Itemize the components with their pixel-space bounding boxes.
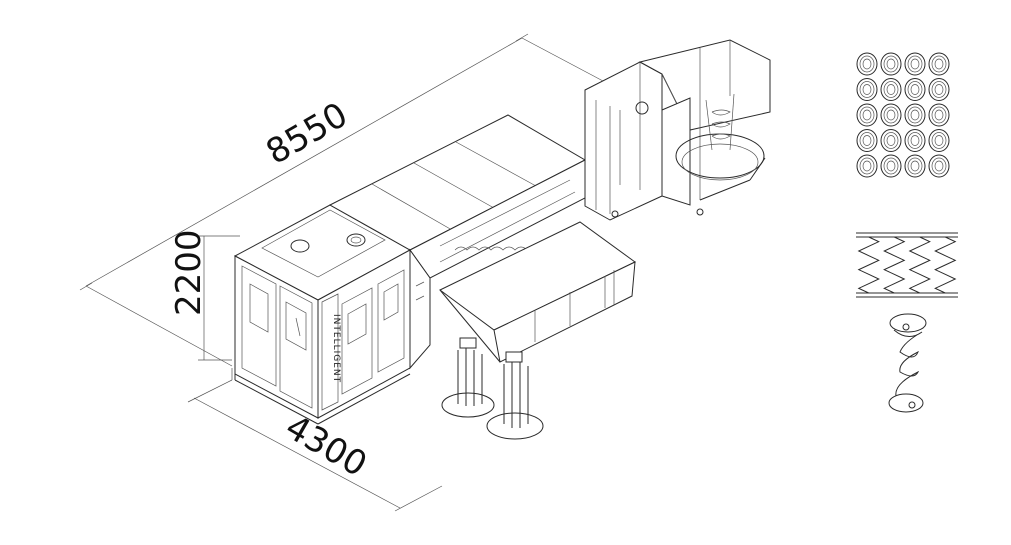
spring-strip-frame xyxy=(856,232,958,298)
dimension-width-label: 4300 xyxy=(279,407,374,485)
dimension-height-label: 2200 xyxy=(169,229,209,316)
coil-top-view xyxy=(904,103,926,127)
dimension-height: 2200 xyxy=(169,229,240,361)
spring-strip-side-view xyxy=(856,232,958,298)
spring-stand-right xyxy=(486,351,544,440)
coil-top-view xyxy=(856,154,878,178)
coil-top-view xyxy=(928,154,950,178)
zigzag-coil xyxy=(857,236,880,294)
coil-top-view xyxy=(856,103,878,127)
coil-top-view xyxy=(904,129,926,152)
coil-top-view xyxy=(928,52,950,76)
coil-grid-top-view xyxy=(856,52,950,178)
coil-top-view xyxy=(856,78,878,101)
coil-top-view xyxy=(904,78,926,101)
folding-table xyxy=(439,221,636,363)
coil-top-view xyxy=(856,52,878,76)
coil-top-view xyxy=(880,78,902,101)
coil-top-view xyxy=(928,129,950,152)
zigzag-coil xyxy=(908,236,931,294)
coil-top-view xyxy=(880,103,902,127)
coil-top-view xyxy=(856,129,878,152)
zigzag-coil xyxy=(934,236,957,294)
coil-top-view xyxy=(880,52,902,76)
zigzag-coil xyxy=(883,236,906,294)
coil-top-view xyxy=(928,103,950,127)
spring-stand-left xyxy=(441,337,495,418)
coil-top-view xyxy=(904,154,926,178)
coil-top-view xyxy=(880,154,902,178)
machine-side-label: INTELLIGENT xyxy=(331,314,341,383)
main-cabinet: INTELLIGENT xyxy=(233,204,412,425)
coil-top-view xyxy=(880,129,902,152)
dimension-length-label: 8550 xyxy=(260,95,355,173)
single-coil-spring xyxy=(888,313,927,413)
coil-top-view xyxy=(928,78,950,101)
coil-top-view xyxy=(904,52,926,76)
coiling-frame xyxy=(584,39,771,221)
